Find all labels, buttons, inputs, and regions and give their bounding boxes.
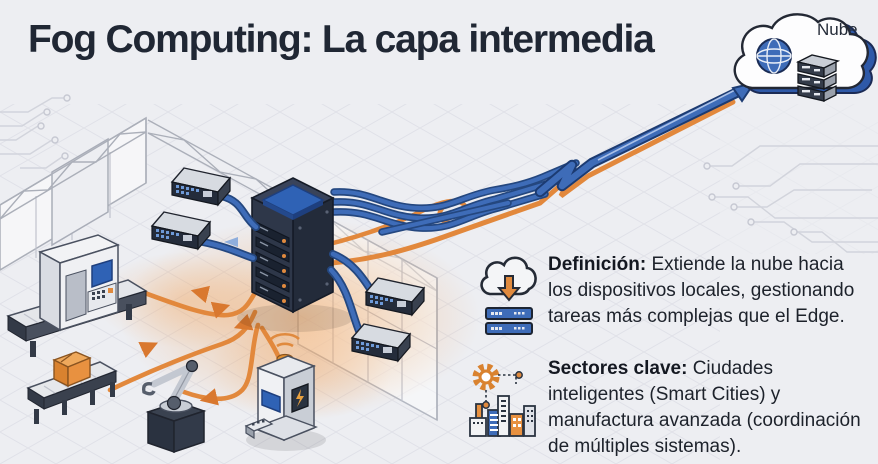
- definition-label: Definición:: [548, 254, 647, 275]
- cloud-download-icon: [480, 256, 537, 335]
- circuit-traces: [0, 94, 878, 253]
- sectors-label: Sectores clave:: [548, 358, 688, 379]
- cloud-label: Nube: [817, 20, 858, 39]
- server-screws: [298, 210, 329, 302]
- fog-server-rack: [237, 177, 353, 332]
- building-window-dots: [473, 400, 533, 424]
- blue-uplink-lines: [330, 159, 580, 236]
- iot-links: [485, 374, 517, 402]
- conveyor-belt: [26, 351, 118, 424]
- scanner-machine: [6, 234, 148, 357]
- flow-direction-arrows: [138, 285, 254, 406]
- scanner-keypad: [87, 282, 117, 313]
- edge-servers-icon: [485, 307, 533, 335]
- iot-device: [244, 332, 326, 451]
- gripper-claw: [141, 381, 156, 396]
- sectors-block: Sectores clave: Ciudades inteligentes (S…: [468, 356, 872, 460]
- sectors-text: Sectores clave: Ciudades inteligentes (S…: [548, 358, 861, 457]
- package-box: [52, 351, 92, 388]
- globe-icon: [756, 38, 792, 74]
- nube-cloud: [733, 13, 877, 103]
- wireless-signal-icon: [276, 342, 294, 348]
- download-arrow-icon: [496, 275, 522, 302]
- server-slots: [255, 221, 290, 308]
- definition-block: Definición: Extiende la nube hacia los d…: [478, 252, 870, 335]
- floor-grid-fade: [720, 104, 878, 254]
- power-badge: [291, 383, 309, 413]
- iot-screen: [261, 388, 281, 414]
- gear-icon: [472, 363, 500, 391]
- building-windows: [490, 414, 521, 431]
- page-title: Fog Computing: La capa intermedia: [28, 18, 655, 61]
- iot-keypad: [244, 418, 274, 440]
- scanner-screen: [91, 258, 113, 289]
- smart-city-gear-icon: [469, 363, 536, 437]
- robotic-arm: [141, 359, 207, 454]
- definition-text: Definición: Extiende la nube hacia los d…: [548, 254, 855, 327]
- cloud-server-icon: [795, 54, 841, 103]
- send-arrow-icon: [224, 237, 238, 247]
- cloud-uplink-arrow: [534, 81, 757, 198]
